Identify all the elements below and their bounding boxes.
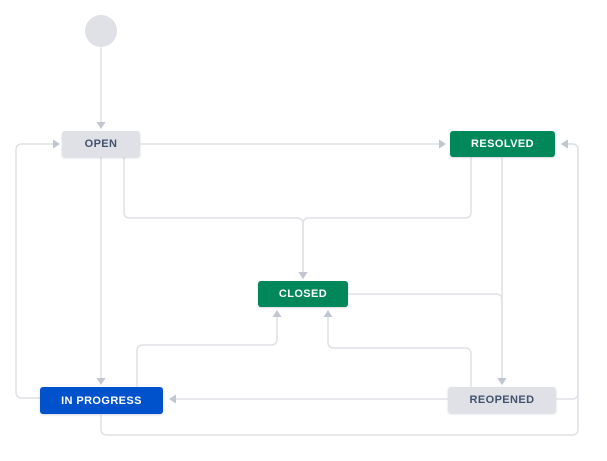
status-node-label: CLOSED <box>278 288 328 300</box>
arrowhead-in-progress-to-open <box>53 139 60 149</box>
arrowhead-open-to-in-progress <box>96 378 106 385</box>
edge-reopened-to-closed <box>327 316 472 387</box>
start-node[interactable] <box>85 15 117 47</box>
arrowhead-reopened-to-in-progress <box>169 394 176 404</box>
edge-closed-to-reopened <box>348 293 503 379</box>
arrowhead-reopened-to-resolved <box>561 139 568 149</box>
arrowhead-resolved-to-closed <box>298 272 308 279</box>
status-node-in-progress[interactable]: IN PROGRESS <box>40 387 163 414</box>
arrowhead-create-to-open <box>96 122 106 129</box>
status-node-label: RESOLVED <box>471 138 534 150</box>
arrowhead-open-to-resolved <box>439 139 446 149</box>
edge-in-progress-to-closed <box>136 316 278 387</box>
status-node-reopened[interactable]: REOPENED <box>448 387 556 413</box>
arrowhead-resolved-to-reopened <box>497 378 507 385</box>
edge-open-to-closed <box>123 157 304 273</box>
status-node-open[interactable]: OPEN <box>62 131 140 157</box>
arrowhead-in-progress-to-closed <box>272 310 282 317</box>
status-node-closed[interactable]: CLOSED <box>258 281 348 307</box>
arrowhead-closed-to-reopened <box>497 378 507 385</box>
status-node-label: IN PROGRESS <box>61 394 142 407</box>
status-node-label: REOPENED <box>469 394 535 406</box>
status-node-resolved[interactable]: RESOLVED <box>450 131 555 157</box>
edge-in-progress-to-open <box>15 143 54 399</box>
arrowhead-open-to-closed <box>298 272 308 279</box>
arrowhead-reopened-to-closed <box>323 310 333 317</box>
arrowhead-in-progress-to-resolved <box>561 139 568 149</box>
edge-reopened-to-resolved <box>556 143 579 400</box>
status-node-label: OPEN <box>84 138 118 150</box>
edge-resolved-to-closed <box>302 157 472 273</box>
